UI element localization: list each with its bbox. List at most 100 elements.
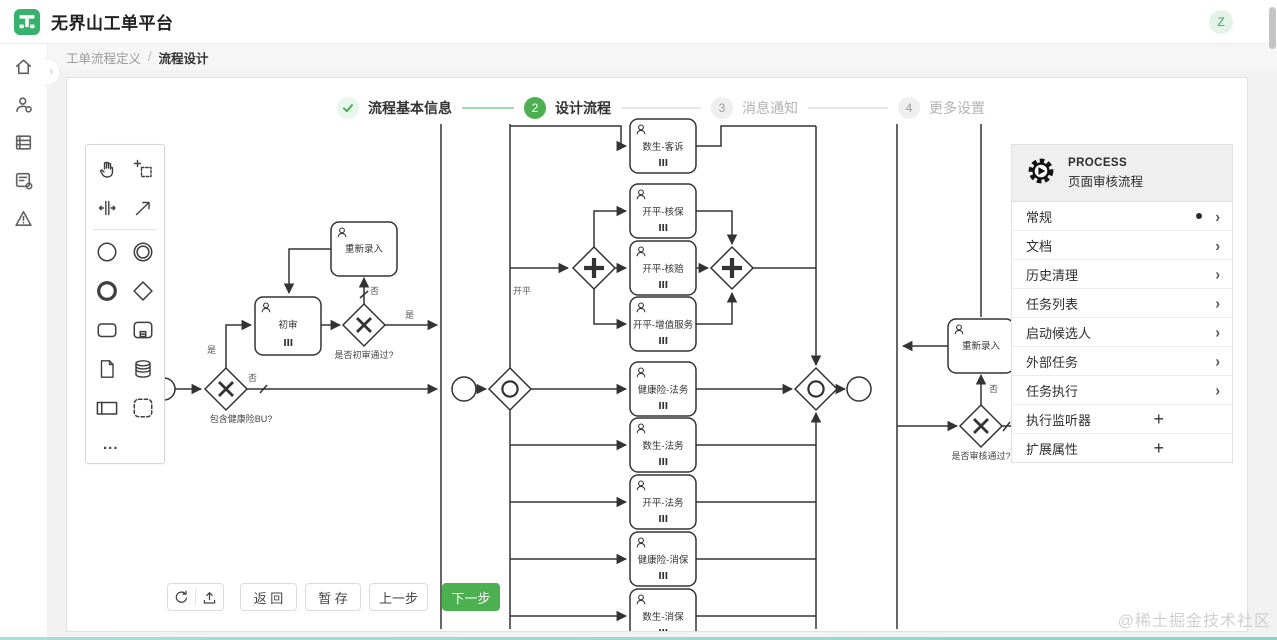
intermediate-start-event[interactable] bbox=[451, 376, 477, 402]
export-diagram-icon[interactable] bbox=[196, 584, 223, 610]
svg-text:健康险-法务: 健康险-法务 bbox=[638, 384, 689, 396]
chevron-right-icon: › bbox=[1215, 293, 1220, 313]
step-connector bbox=[462, 107, 514, 109]
gateway-tool-icon[interactable] bbox=[125, 271, 161, 310]
svg-text:重新录入: 重新录入 bbox=[962, 340, 1001, 352]
svg-text:否: 否 bbox=[248, 373, 257, 383]
task-reenter-left[interactable]: 重新录入 bbox=[330, 221, 398, 277]
group-tool-icon[interactable] bbox=[125, 388, 161, 427]
watermark: @稀土掘金技术社区 bbox=[1117, 613, 1271, 630]
svg-text:开平-增值服务: 开平-增值服务 bbox=[633, 319, 694, 331]
svg-text:开平-核赔: 开平-核赔 bbox=[642, 263, 684, 275]
lasso-tool-icon[interactable] bbox=[125, 149, 161, 188]
bpmn-palette: ... bbox=[85, 144, 165, 464]
bottom-accent-strip bbox=[0, 637, 1277, 640]
task-first-review[interactable]: 初审 bbox=[254, 296, 322, 356]
top-bar: 无界山工单平台 Z bbox=[0, 0, 1277, 44]
svg-text:初审: 初审 bbox=[278, 319, 297, 331]
vertical-scrollbar[interactable] bbox=[1269, 7, 1276, 49]
canvas-io-buttons bbox=[167, 583, 224, 611]
gateway-review-passed[interactable]: 是否审核通过? bbox=[951, 403, 1011, 461]
space-tool-icon[interactable] bbox=[89, 188, 125, 227]
task-jiankang-xiaobao[interactable]: 健康险-消保 bbox=[629, 531, 697, 587]
task-kaiping-hebao[interactable]: 开平-核保 bbox=[629, 183, 697, 239]
panel-section-general[interactable]: 常规 › bbox=[1012, 202, 1232, 231]
task-shusheng-fawu[interactable]: 数生-法务 bbox=[629, 417, 697, 473]
end-event-tool-icon[interactable] bbox=[89, 271, 125, 310]
breadcrumb-section[interactable]: 工单流程定义 bbox=[66, 51, 142, 66]
form-settings-icon[interactable] bbox=[13, 170, 34, 191]
chevron-right-icon: › bbox=[1215, 322, 1220, 342]
list-icon[interactable] bbox=[13, 132, 34, 153]
svg-text:是: 是 bbox=[405, 310, 414, 320]
app-logo-icon[interactable] bbox=[14, 8, 40, 35]
back-button[interactable]: 返 回 bbox=[240, 583, 297, 611]
participant-tool-icon[interactable] bbox=[89, 388, 125, 427]
task-shusheng-kesu[interactable]: 数生-客诉 bbox=[629, 118, 697, 174]
edge-labels: 是 否 是 否 开平 否 bbox=[207, 286, 998, 394]
task-jiankang-fawu[interactable]: 健康险-法务 bbox=[629, 361, 697, 417]
warning-icon[interactable] bbox=[13, 208, 34, 229]
task-shusheng-xiaobao[interactable]: 数生-消保 bbox=[629, 588, 697, 631]
inclusive-gateway-join[interactable] bbox=[793, 366, 839, 412]
svg-text:包含健康险BU?: 包含健康险BU? bbox=[210, 413, 273, 424]
panel-section-execution-listener[interactable]: 执行监听器 + bbox=[1012, 405, 1232, 434]
bpmn-diagram: 包含健康险BU? 是否初审通过? bbox=[152, 118, 1015, 631]
properties-panel: PROCESS 页面审核流程 常规 › 文档 › 历史清理 › bbox=[1011, 144, 1233, 463]
inclusive-gateway-split[interactable] bbox=[487, 366, 533, 412]
stash-button[interactable]: 暂 存 bbox=[305, 583, 361, 611]
svg-text:重新录入: 重新录入 bbox=[345, 243, 384, 255]
user-avatar[interactable]: Z bbox=[1209, 10, 1233, 34]
panel-section-start-candidates[interactable]: 启动候选人 › bbox=[1012, 318, 1232, 347]
home-icon[interactable] bbox=[13, 56, 34, 77]
step-basic-info[interactable]: 流程基本信息 bbox=[337, 97, 452, 119]
step-message-notify[interactable]: 3 消息通知 bbox=[711, 97, 798, 119]
gateway-contains-health-bu[interactable]: 包含健康险BU? bbox=[203, 366, 273, 424]
subprocess-tool-icon[interactable] bbox=[125, 310, 161, 349]
svg-text:是否初审通过?: 是否初审通过? bbox=[334, 349, 393, 360]
data-object-tool-icon[interactable] bbox=[89, 349, 125, 388]
parallel-gateway-join[interactable] bbox=[709, 245, 755, 291]
panel-section-history-cleanup[interactable]: 历史清理 › bbox=[1012, 260, 1232, 289]
breadcrumb: 工单流程定义 / 流程设计 bbox=[48, 44, 1277, 70]
task-reenter-right[interactable]: 重新录入 bbox=[947, 318, 1015, 374]
gateway-first-review-passed[interactable]: 是否初审通过? bbox=[334, 302, 394, 360]
chevron-right-icon: › bbox=[1215, 380, 1220, 400]
hand-tool-icon[interactable] bbox=[89, 149, 125, 188]
svg-text:开平: 开平 bbox=[513, 286, 531, 296]
step-connector bbox=[808, 107, 888, 109]
data-store-tool-icon[interactable] bbox=[125, 349, 161, 388]
task-tool-icon[interactable] bbox=[89, 310, 125, 349]
parallel-gateway-split[interactable] bbox=[571, 245, 617, 291]
chevron-right-icon: › bbox=[1215, 235, 1220, 255]
next-step-button[interactable]: 下一步 bbox=[442, 583, 500, 611]
task-kaiping-fawu[interactable]: 开平-法务 bbox=[629, 474, 697, 530]
prev-step-button[interactable]: 上一步 bbox=[369, 583, 428, 611]
palette-more-button[interactable]: ... bbox=[103, 435, 119, 453]
sequence-flows bbox=[175, 124, 1013, 629]
task-kaiping-zengzhi[interactable]: 开平-增值服务 bbox=[629, 296, 697, 352]
connect-tool-icon[interactable] bbox=[125, 188, 161, 227]
panel-section-task-execution[interactable]: 任务执行 › bbox=[1012, 376, 1232, 405]
end-event[interactable] bbox=[846, 376, 872, 402]
panel-section-task-list[interactable]: 任务列表 › bbox=[1012, 289, 1232, 318]
task-kaiping-hepei[interactable]: 开平-核赔 bbox=[629, 240, 697, 296]
process-gear-icon bbox=[1025, 155, 1057, 192]
svg-text:数生-消保: 数生-消保 bbox=[642, 611, 684, 623]
start-event-tool-icon[interactable] bbox=[89, 232, 125, 271]
panel-section-documentation[interactable]: 文档 › bbox=[1012, 231, 1232, 260]
user-management-icon[interactable] bbox=[13, 94, 34, 115]
intermediate-event-tool-icon[interactable] bbox=[125, 232, 161, 271]
panel-section-external-task[interactable]: 外部任务 › bbox=[1012, 347, 1232, 376]
bpmn-canvas[interactable]: 包含健康险BU? 是否初审通过? bbox=[66, 77, 1248, 632]
plus-icon[interactable]: + bbox=[1153, 438, 1164, 458]
import-diagram-icon[interactable] bbox=[168, 584, 195, 610]
step-more-settings[interactable]: 4 更多设置 bbox=[898, 97, 985, 119]
palette-divider bbox=[93, 229, 157, 230]
plus-icon[interactable]: + bbox=[1153, 409, 1164, 429]
step-design-flow[interactable]: 2 设计流程 bbox=[524, 97, 611, 119]
chevron-right-icon: › bbox=[1215, 206, 1220, 226]
chevron-right-icon: › bbox=[1215, 351, 1220, 371]
svg-text:开平-核保: 开平-核保 bbox=[642, 206, 684, 218]
panel-section-extension-attrs[interactable]: 扩展属性 + bbox=[1026, 438, 1164, 458]
